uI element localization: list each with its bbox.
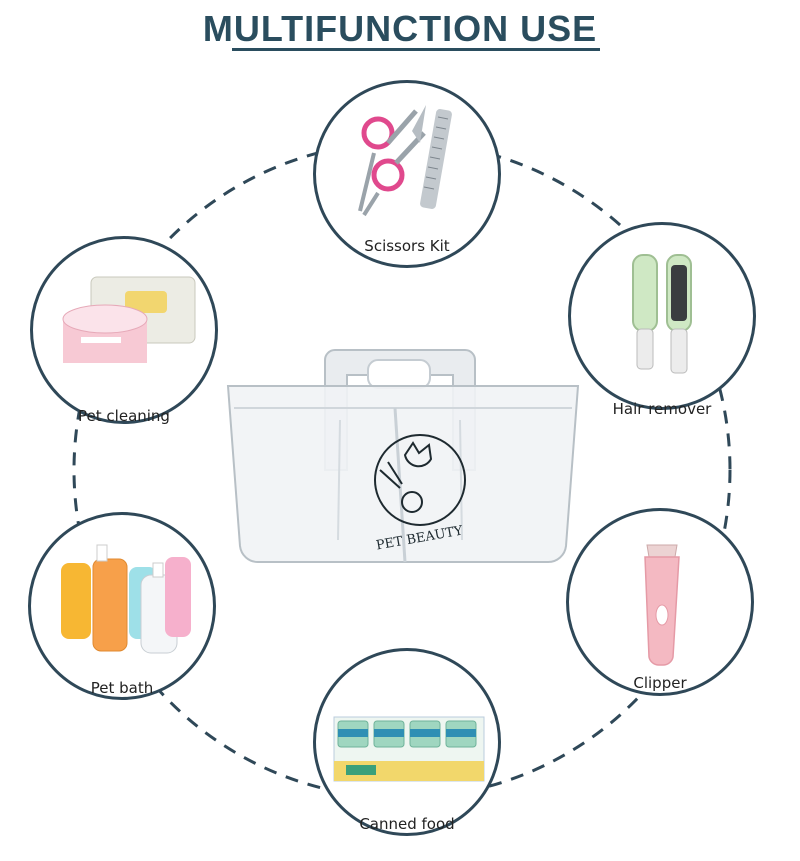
label-hair-remover: Hair remover — [612, 400, 712, 418]
label-pet-bath: Pet bath — [90, 679, 154, 697]
page-title: MULTIFUNCTION USE — [202, 8, 598, 49]
node-pet-bath: Pet bath — [28, 512, 216, 700]
hair-clipper-icon — [644, 544, 680, 666]
lint-roller-icon — [632, 254, 692, 374]
title-underline — [232, 48, 600, 51]
shampoo-bottles-icon — [61, 544, 191, 654]
label-canned-food: Canned food — [359, 815, 455, 833]
node-pet-cleaning: Pet cleaning — [30, 236, 218, 425]
scissors-comb-icon — [358, 105, 452, 217]
label-clipper: Clipper — [633, 674, 687, 692]
node-canned-food: Canned food — [313, 648, 501, 836]
node-hair-remover: Hair remover — [568, 222, 756, 418]
node-scissors-kit: Scissors Kit — [313, 80, 501, 268]
label-pet-cleaning: Pet cleaning — [78, 407, 170, 425]
label-scissors-kit: Scissors Kit — [364, 237, 450, 255]
wipes-icon — [62, 276, 196, 363]
pet-beauty-logo: PET BEAUTY — [374, 434, 466, 554]
caddy-product-image: PET BEAUTY — [226, 349, 580, 564]
canned-food-icon — [333, 716, 485, 782]
node-clipper: Clipper — [566, 508, 754, 696]
